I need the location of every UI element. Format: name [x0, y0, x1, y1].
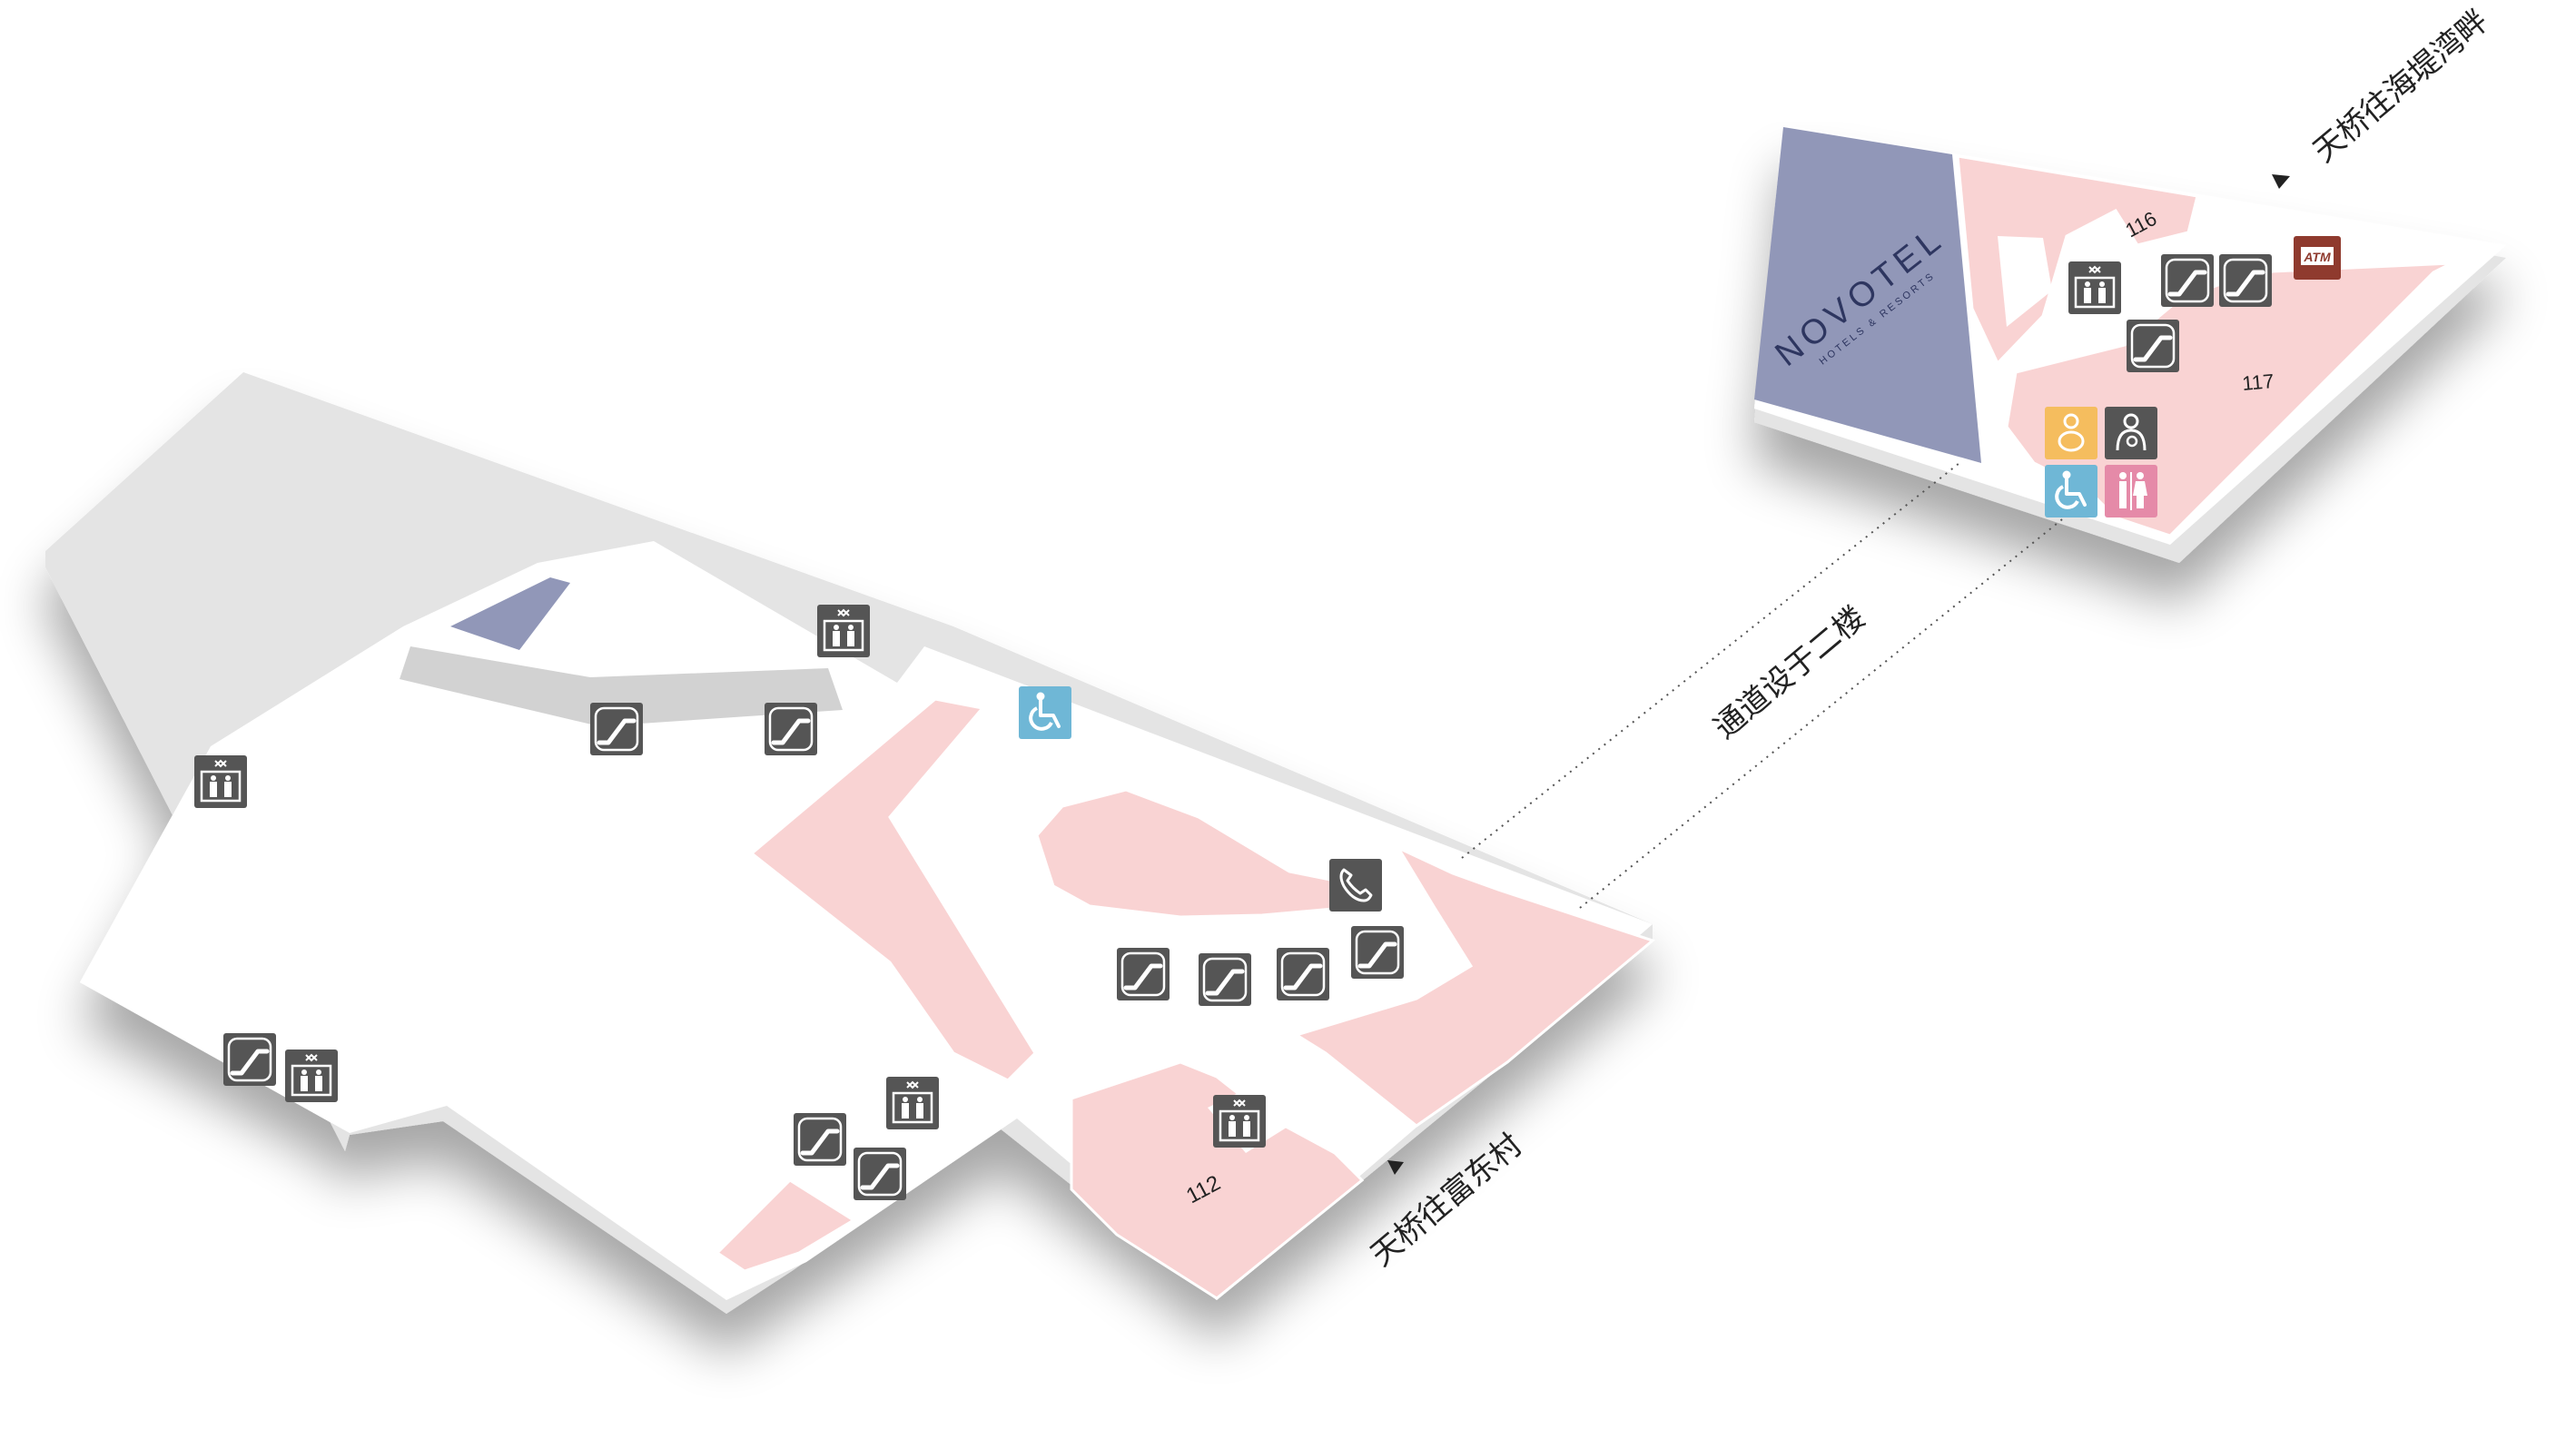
bridge-top-arrow — [2272, 174, 2290, 189]
escalator-icon[interactable] — [1117, 948, 1170, 1000]
baby-change-icon[interactable] — [2045, 407, 2097, 459]
nursing-room-icon[interactable] — [2105, 407, 2157, 459]
bridge-bottom-arrow — [1387, 1160, 1404, 1175]
accessible-icon[interactable] — [1019, 686, 1071, 739]
escalator-icon[interactable] — [590, 703, 643, 755]
passage-line-2 — [1579, 508, 2077, 909]
accessible-toilet-icon[interactable] — [2045, 465, 2097, 517]
lift-icon[interactable] — [815, 603, 872, 659]
lift-icon[interactable] — [884, 1075, 941, 1131]
unit-117: 117 — [2241, 370, 2275, 395]
phone-icon[interactable] — [1329, 859, 1382, 912]
escalator-icon[interactable] — [1351, 926, 1404, 979]
escalator-icon[interactable] — [1277, 948, 1329, 1000]
escalator-icon[interactable] — [2127, 320, 2179, 372]
escalator-icon[interactable] — [854, 1148, 906, 1200]
toilet-icon[interactable] — [2105, 465, 2157, 517]
lift-icon[interactable] — [1211, 1093, 1268, 1149]
atm-label: ATM — [2303, 250, 2331, 264]
lift-icon[interactable] — [2067, 260, 2123, 316]
escalator-icon[interactable] — [1199, 953, 1251, 1006]
lift-icon[interactable] — [283, 1048, 340, 1104]
walkway — [400, 646, 843, 726]
atm-icon[interactable]: ATM — [2294, 236, 2341, 280]
passage-label: 通道设于二楼 — [1707, 599, 1872, 746]
novotel-hotel — [1754, 127, 1981, 463]
hotel-annex — [450, 577, 570, 650]
escalator-icon[interactable] — [2219, 254, 2272, 307]
escalator-icon[interactable] — [765, 703, 817, 755]
bridge-top-label: 天桥往海堤湾畔 — [2306, 3, 2495, 170]
lift-icon[interactable] — [192, 754, 249, 810]
passage-line-1 — [1461, 462, 1960, 859]
escalator-icon[interactable] — [2161, 254, 2214, 307]
shops-main — [715, 697, 1656, 1300]
escalator-icon[interactable] — [794, 1113, 846, 1166]
escalator-icon[interactable] — [223, 1033, 276, 1086]
